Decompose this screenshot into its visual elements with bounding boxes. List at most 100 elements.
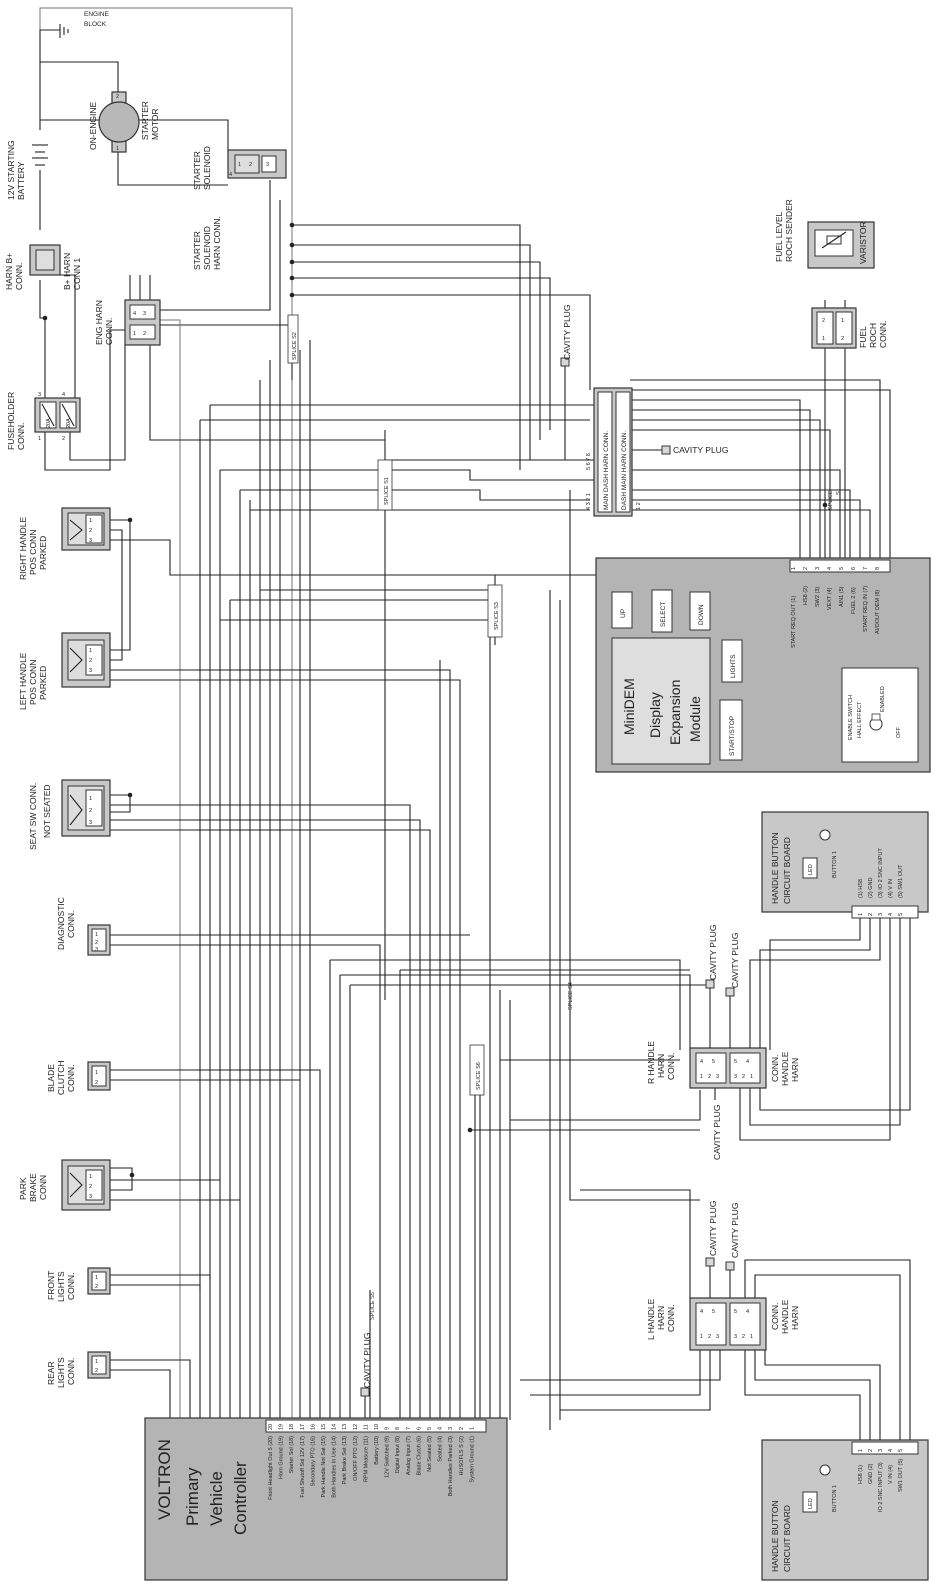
- svg-text:VEXT (4): VEXT (4): [827, 587, 833, 610]
- lh-b-3: 3: [734, 1334, 737, 1340]
- lh-b-4: 4: [746, 1309, 749, 1315]
- park-brake-pin-2: 2: [89, 1184, 92, 1190]
- hbtop-pin-label-4: (4) V IN: [888, 879, 894, 898]
- svg-text:FUSEHOLDER: FUSEHOLDER: [6, 392, 16, 450]
- svg-text:L HANDLE: L HANDLE: [646, 1298, 656, 1340]
- minidem-lights-button[interactable]: [721, 639, 743, 683]
- diagnostic-label-1: DIAGNOSTIC: [56, 897, 66, 950]
- minidem-pin-n-6: 6: [851, 567, 857, 570]
- svg-text:(2) GND: (2) GND: [868, 878, 874, 899]
- svg-text:CONN.: CONN.: [16, 423, 26, 450]
- svg-text:Display: Display: [647, 692, 663, 738]
- minidem-pin-label-4: VEXT (4): [827, 587, 833, 610]
- voltron-pin-n: 12: [353, 1424, 359, 1430]
- rh-a-1: 1: [700, 1074, 703, 1080]
- minidem-startstop-button[interactable]: [719, 699, 743, 761]
- fuse-pin-4: 4: [62, 392, 65, 398]
- fuel-level-sender: VARISTOR FUEL LEVEL ROCH SENDER: [774, 199, 875, 269]
- main-dash-label-1: MAIN DASH HARN CONN.: [603, 431, 610, 510]
- svg-text:3: 3: [878, 1449, 884, 1452]
- minidem-pin-label-8: AI/DOUT DEM (8): [875, 590, 881, 634]
- minidem-down-button[interactable]: [689, 591, 711, 631]
- voltron-pin-n: 16: [310, 1424, 316, 1430]
- svg-text:LIGHTS: LIGHTS: [56, 1357, 66, 1388]
- voltron-pin-label: Fuel Shutoff Sol 12V (17): [300, 1436, 306, 1498]
- fuel-roch-conn: 2 1 1 2 FUEL ROCH CONN.: [811, 307, 888, 349]
- svg-text:SELECT: SELECT: [660, 602, 667, 627]
- minidem-pin-n-2: 2: [803, 567, 809, 570]
- hbtop-button-icon[interactable]: [819, 829, 831, 841]
- svg-text:FUEL LEVEL: FUEL LEVEL: [774, 211, 784, 262]
- svg-text:4: 4: [888, 913, 894, 916]
- cavity-plug-6: CAVITY PLUG: [708, 1201, 718, 1256]
- voltron-pin-n: 17: [300, 1424, 306, 1430]
- starter-motor-label-1: ON-ENGINE: [88, 102, 98, 151]
- svg-text:DASH MAIN HARN CONN.: DASH MAIN HARN CONN.: [621, 431, 628, 510]
- voltron-pin-n: 2: [459, 1427, 465, 1430]
- park-brake-pin-1: 1: [89, 1174, 92, 1180]
- voltron-pin-label: Starter Sol (18): [289, 1436, 295, 1473]
- r-handle-label-2: HARN: [656, 1054, 666, 1078]
- svg-text:CIRCUIT BOARD: CIRCUIT BOARD: [782, 837, 792, 904]
- svg-text:(3) IO 2 SNC INPUT: (3) IO 2 SNC INPUT: [878, 848, 884, 898]
- svg-text:SPLICE S3: SPLICE S3: [494, 602, 500, 630]
- svg-text:ON-ENGINE: ON-ENGINE: [88, 102, 98, 151]
- svg-text:SPLICE S1: SPLICE S1: [384, 477, 390, 505]
- starter-solenoid-pin-3: 3: [266, 162, 269, 168]
- splice-labels: SPLICE S2 SPLICE S1 SPLICE S3 SPLICE S4 …: [287, 314, 842, 1320]
- svg-text:5 6 7 8: 5 6 7 8: [586, 453, 592, 470]
- seat-sw-conn: 1 2 3 SEAT SW CONN. NOT SEATED: [28, 779, 111, 850]
- svg-text:ENGINE: ENGINE: [84, 11, 110, 18]
- hbbot-button-icon[interactable]: [819, 1464, 831, 1476]
- voltron-controller: VOLTRON Primary Vehicle Controller 20Fro…: [144, 1417, 508, 1581]
- l-handle-conn-2: HANDLE: [780, 1299, 790, 1334]
- svg-text:POS CONN: POS CONN: [28, 530, 38, 575]
- svg-text:AIN1 (5): AIN1 (5): [839, 586, 845, 607]
- rear-lights-pin-2: 2: [95, 1368, 98, 1374]
- fuel-varistor-label: VARISTOR: [858, 221, 868, 264]
- svg-text:NOT SEATED: NOT SEATED: [42, 784, 52, 838]
- svg-text:2: 2: [868, 913, 874, 916]
- svg-text:6: 6: [851, 567, 857, 570]
- rh-a-2: 2: [708, 1074, 711, 1080]
- minidem-pin-label-2: HS8 (2): [803, 586, 809, 605]
- svg-text:SPLICE S5: SPLICE S5: [370, 1292, 376, 1320]
- voltron-pin-n: 8: [395, 1427, 401, 1430]
- svg-text:CONN.: CONN.: [14, 263, 24, 290]
- minidem-select-button[interactable]: [651, 589, 673, 633]
- voltron-pin-label: System Ground (1): [469, 1436, 475, 1483]
- starter-harn-conn: STARTER SOLENOID HARN CONN.: [192, 216, 222, 270]
- svg-text:20A: 20A: [66, 418, 72, 428]
- voltron-pin-label: Not Seated (5): [427, 1436, 433, 1472]
- eng-harn-pin-3: 3: [143, 311, 146, 317]
- hbbot-pin-n-1: 1: [858, 1449, 864, 1452]
- fuseholder-conn: 20A 20A 3 4 1 2 FUSEHOLDER CONN.: [6, 392, 81, 450]
- cavity-plug-5: CAVITY PLUG: [712, 1105, 722, 1160]
- svg-text:BUTTON 1: BUTTON 1: [832, 1485, 838, 1512]
- seat-sw-pin-3: 3: [89, 820, 92, 826]
- hbbot-pin-label-5: SW1 OUT (5): [898, 1459, 904, 1492]
- right-handle-pos-conn: 1 2 3 RIGHT HANDLE POS CONN PARKED: [18, 507, 111, 580]
- svg-text:S1: S1: [836, 488, 842, 495]
- svg-text:HARN: HARN: [790, 1058, 800, 1082]
- minidem-startstop-label: START/STOP: [729, 716, 736, 756]
- hbtop-pin-label-5: (5) SW1 OUT: [898, 864, 904, 898]
- minidem-up-button[interactable]: [611, 591, 633, 629]
- svg-text:SPLICE S6: SPLICE S6: [476, 1062, 482, 1090]
- right-handle-pin-1: 1: [89, 518, 92, 524]
- park-brake-conn: 1 2 3 PARK BRAKE CONN: [18, 1159, 111, 1211]
- starter-solenoid-pin-2: 2: [249, 162, 252, 168]
- rh-a-4: 4: [700, 1059, 703, 1065]
- svg-text:CONN.: CONN.: [770, 1055, 780, 1082]
- rh-b-5: 5: [734, 1059, 737, 1065]
- fuse-2: 20A: [66, 418, 72, 428]
- svg-text:(5) SW1 OUT: (5) SW1 OUT: [898, 864, 904, 898]
- voltron-pin-n: 7: [406, 1427, 412, 1430]
- harn-bplus-label-2: CONN.: [14, 263, 24, 290]
- engine-block-label-2: BLOCK: [84, 21, 107, 28]
- left-handle-pin-1: 1: [89, 648, 92, 654]
- park-brake-label-1: PARK: [18, 1177, 28, 1200]
- wires: [39, 7, 911, 1450]
